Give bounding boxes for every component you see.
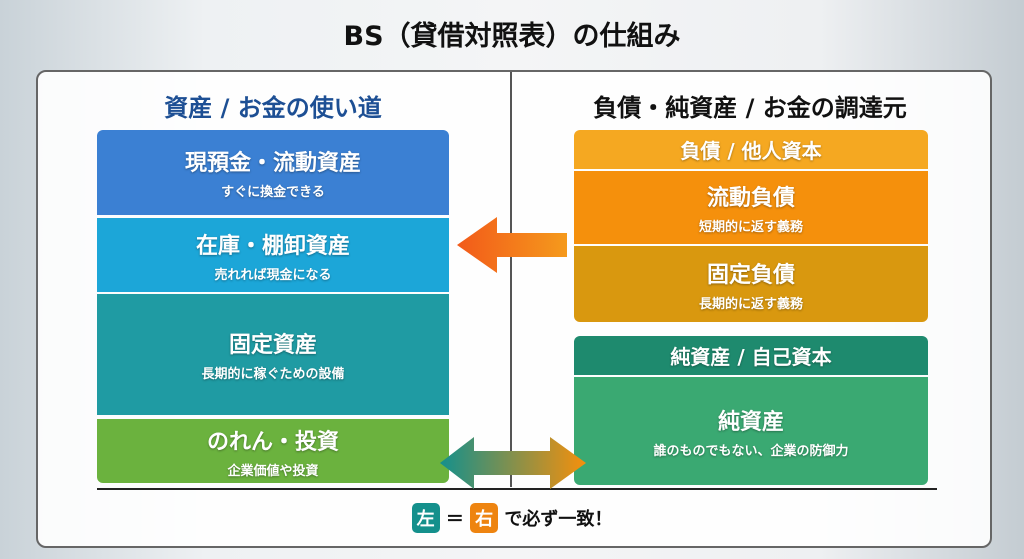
- block-subtitle: 短期的に返す義務: [698, 220, 803, 235]
- equity-header: 純資産 / 自己資本: [574, 336, 928, 375]
- block-subtitle: 企業価値や投資: [227, 463, 319, 479]
- block-title: 流動負債: [706, 186, 795, 211]
- liabilities-equity-heading: 負債・純資産 / お金の調達元: [593, 94, 907, 122]
- liability-block-current: 流動負債短期的に返す義務: [574, 171, 928, 244]
- equals-sign: ＝: [445, 509, 464, 530]
- center-divider: [510, 72, 512, 487]
- block-title: 在庫・棚卸資産: [195, 233, 350, 259]
- block-subtitle: 売れれば現金になる: [214, 267, 332, 283]
- right-tag: 右: [470, 503, 499, 533]
- block-subtitle: 誰のものでもない、企業の防御力: [653, 443, 849, 459]
- block-title: 固定負債: [706, 262, 795, 288]
- section-header-label: 負債 / 他人資本: [680, 139, 822, 163]
- block-title: 固定資産: [228, 333, 317, 358]
- balance-text: で必ず一致！: [504, 509, 613, 530]
- double-arrow-icon: [440, 437, 586, 489]
- block-title: のれん・投資: [206, 429, 339, 455]
- asset-block-fixed: 固定資産長期的に稼ぐための設備: [97, 294, 449, 415]
- assets-heading: 資産 / お金の使い道: [164, 94, 382, 122]
- liability-block-fixed: 固定負債長期的に返す義務: [574, 246, 928, 322]
- liabilities-header: 負債 / 他人資本: [574, 130, 928, 169]
- block-title: 現預金・流動資産: [184, 151, 361, 176]
- equity-block-net-assets: 純資産誰のものでもない、企業の防御力: [574, 377, 928, 485]
- left-tag: 左: [411, 503, 440, 533]
- block-subtitle: すぐに換金できる: [221, 185, 325, 200]
- asset-block-inventory: 在庫・棚卸資産売れれば現金になる: [97, 218, 449, 292]
- block-subtitle: 長期的に稼ぐための設備: [201, 367, 345, 382]
- asset-block-investments: のれん・投資企業価値や投資: [97, 419, 449, 483]
- block-subtitle: 長期的に返す義務: [698, 296, 803, 312]
- page-title: BS（貸借対照表）の仕組み: [343, 21, 681, 52]
- asset-block-current: 現預金・流動資産すぐに換金できる: [97, 130, 449, 215]
- block-title: 純資産: [717, 409, 784, 435]
- section-header-label: 純資産 / 自己資本: [670, 345, 832, 369]
- left-arrow-icon: [457, 217, 567, 273]
- bottom-line: [97, 488, 937, 490]
- balance-note: 左 ＝ 右 で必ず一致！: [0, 503, 1024, 533]
